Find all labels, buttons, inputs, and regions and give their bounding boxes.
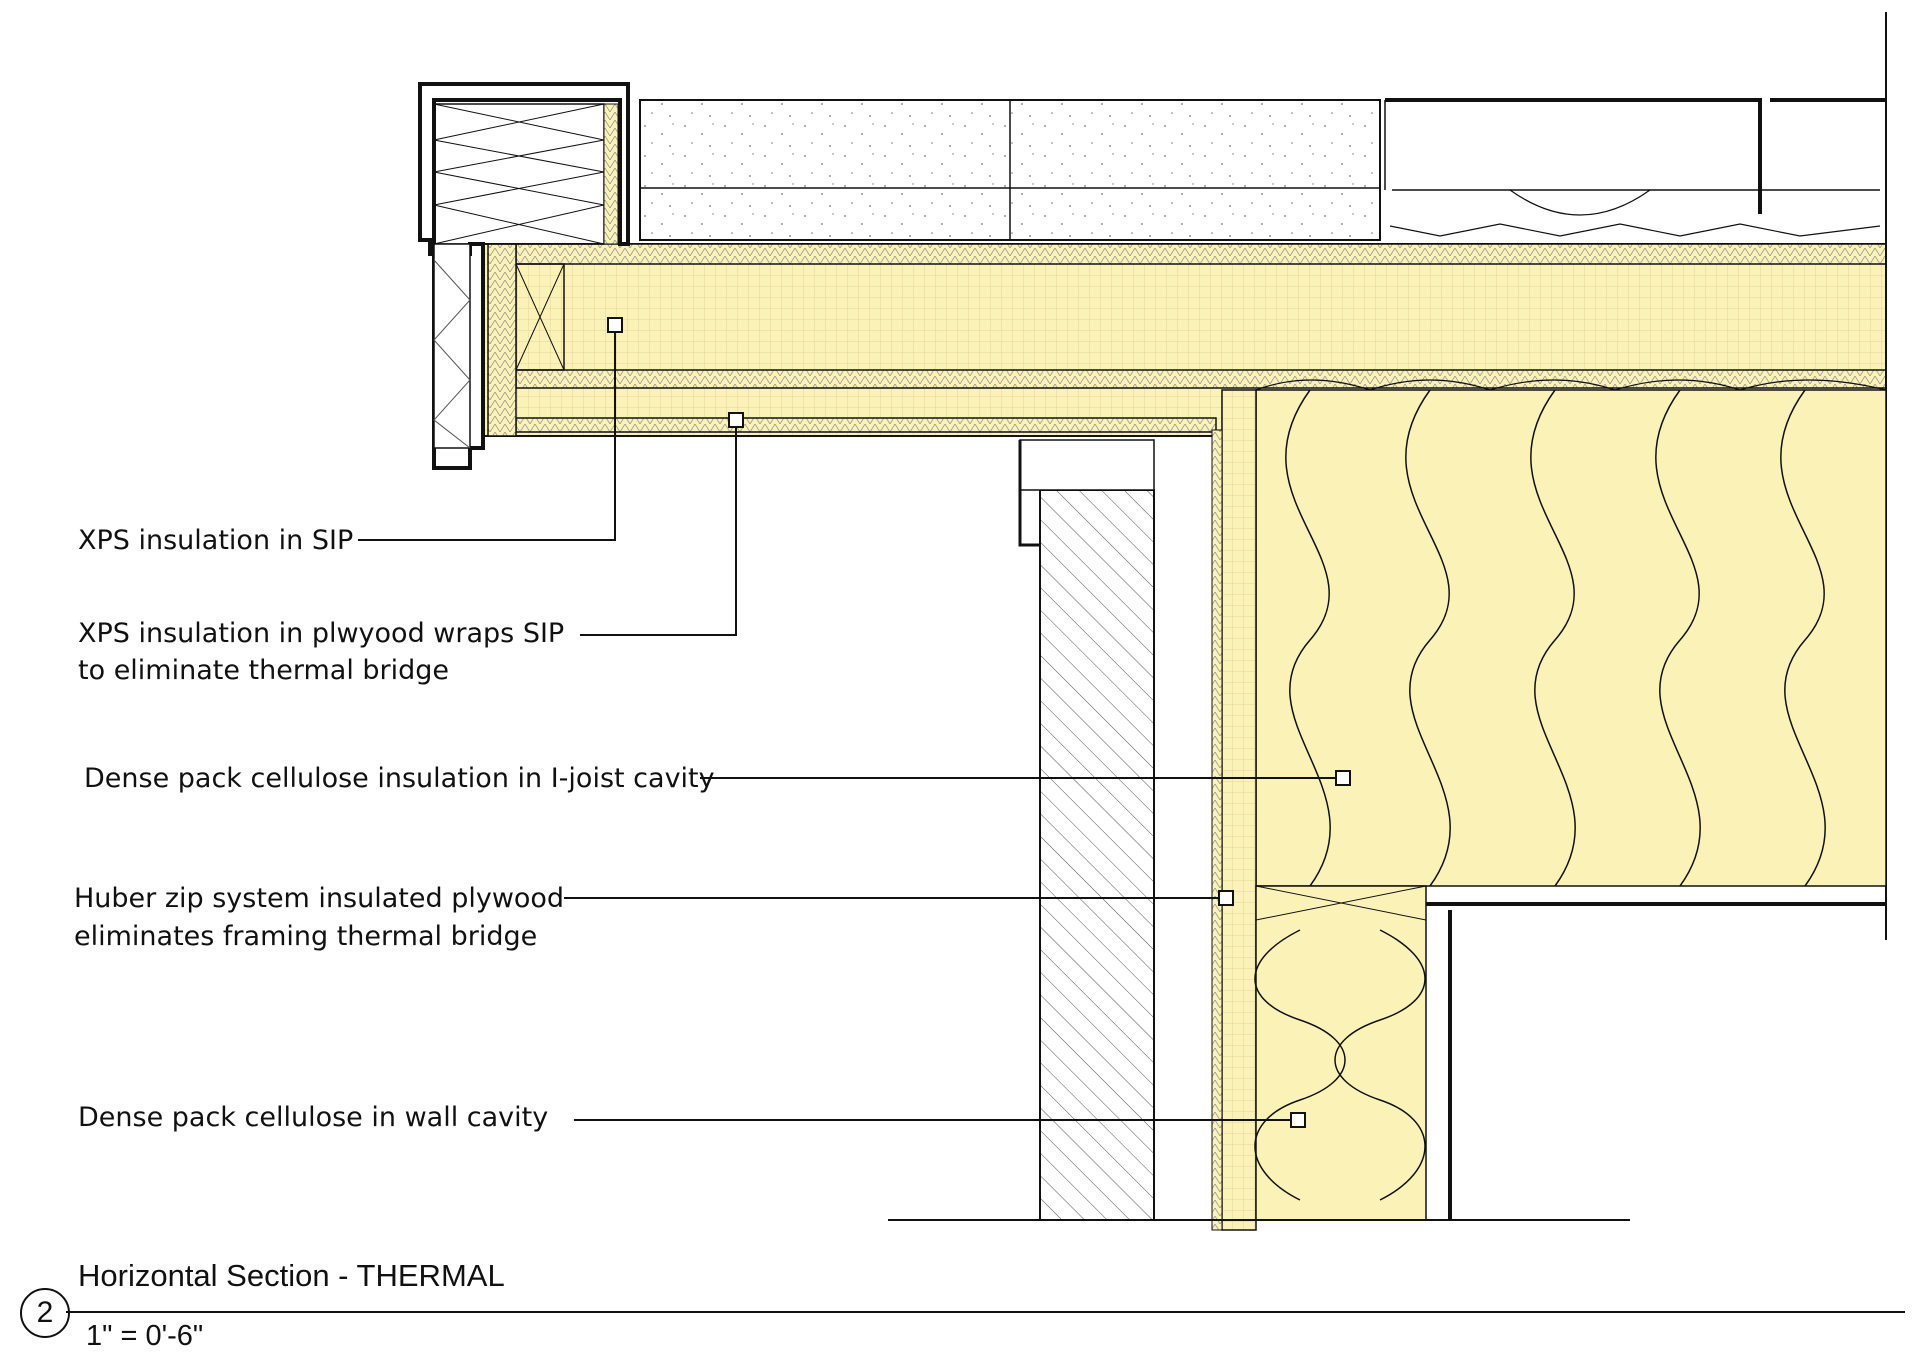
wall-section bbox=[888, 389, 1886, 1231]
callout-dense-wall: Dense pack cellulose in wall cavity bbox=[78, 1102, 549, 1133]
callout-huber-line2: eliminates framing thermal bridge bbox=[74, 921, 538, 952]
callout-xps-plywood-line1: XPS insulation in plwyood wraps SIP bbox=[78, 618, 565, 649]
leader-markers bbox=[607, 317, 1351, 1128]
leader-lines bbox=[358, 328, 1343, 1121]
callout-huber-line1: Huber zip system insulated plywood bbox=[74, 883, 565, 914]
drawing-title: Horizontal Section - THERMAL bbox=[78, 1258, 505, 1293]
callout-dense-joist: Dense pack cellulose insulation in I-joi… bbox=[84, 763, 715, 794]
roof-cavity-insulation bbox=[1255, 379, 1887, 887]
callout-xps-plywood-line2: to eliminate thermal bridge bbox=[78, 655, 450, 686]
detail-number: 2 bbox=[20, 1288, 70, 1338]
sip-panel bbox=[482, 243, 1887, 437]
callout-xps-sip: XPS insulation in SIP bbox=[78, 525, 354, 556]
fascia-block bbox=[418, 82, 630, 470]
drawing-scale: 1" = 0'-6" bbox=[86, 1320, 204, 1352]
